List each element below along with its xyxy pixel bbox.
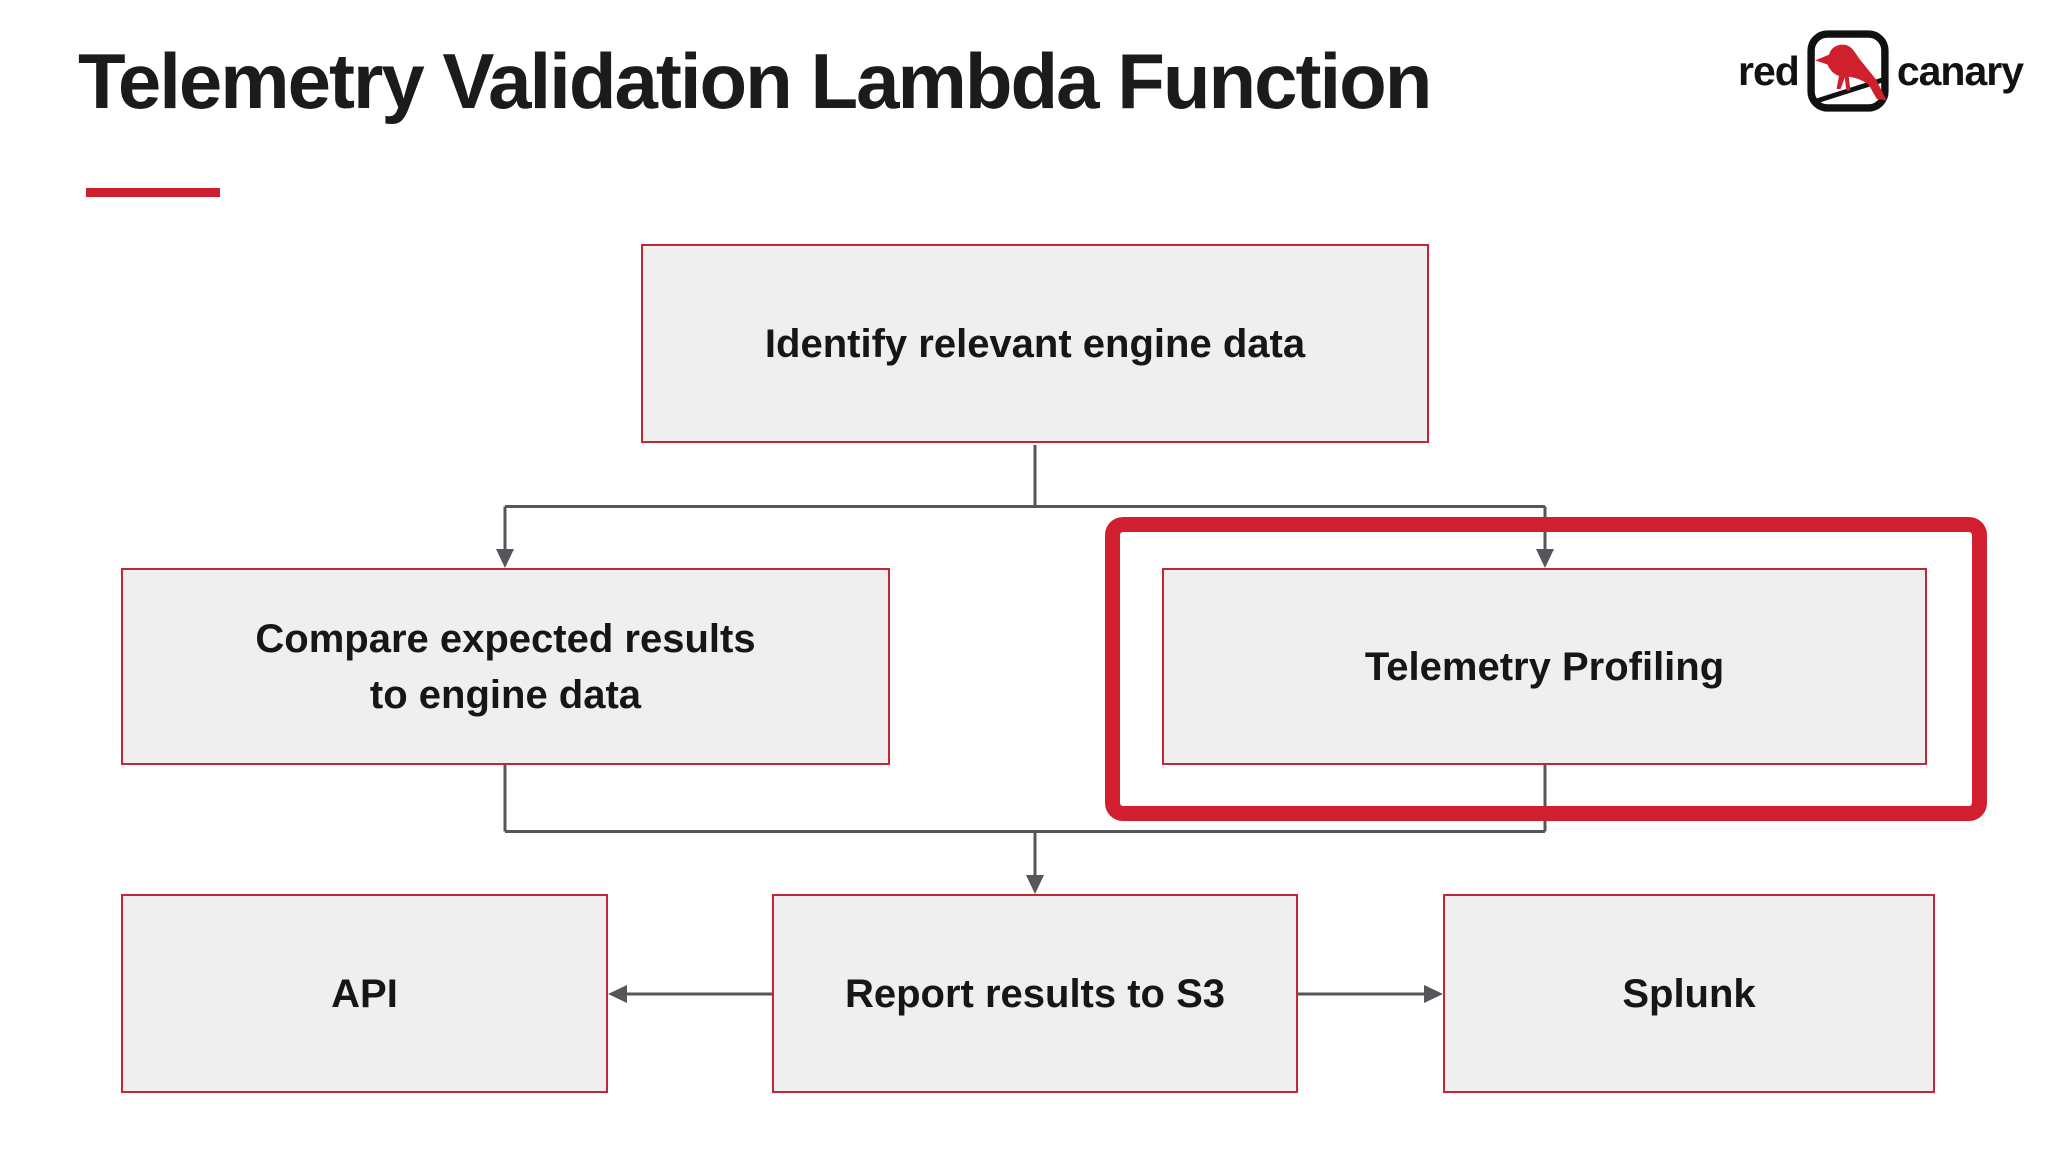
arrowhead-compare xyxy=(496,549,514,568)
node-label: Telemetry Profiling xyxy=(1364,644,1725,689)
logo-word-red: red xyxy=(1738,47,1800,94)
connector-identify-split xyxy=(505,445,1545,508)
node-telemetry-profiling: Telemetry Profiling xyxy=(1162,568,1927,765)
title-accent-bar xyxy=(86,188,220,197)
node-label: Compare expected results to engine data xyxy=(255,616,756,717)
node-identify-relevant-engine-data: Identify relevant engine data xyxy=(641,244,1429,443)
node-label: Report results to S3 xyxy=(844,971,1226,1016)
node-api: API xyxy=(121,894,608,1093)
node-label: API xyxy=(331,971,398,1016)
node-label: Identify relevant engine data xyxy=(764,321,1306,366)
node-report-results-to-s3: Report results to S3 xyxy=(772,894,1298,1093)
arrowhead-splunk xyxy=(1424,985,1443,1003)
node-compare-expected-results: Compare expected results to engine data xyxy=(121,568,890,765)
red-canary-logo: red canary xyxy=(1738,26,2024,116)
page-title: Telemetry Validation Lambda Function xyxy=(78,37,1432,125)
logo-word-canary: canary xyxy=(1896,47,2024,94)
canary-bird-icon xyxy=(1806,30,1890,112)
arrowhead-profiling xyxy=(1536,549,1554,568)
node-splunk: Splunk xyxy=(1443,894,1935,1093)
arrowhead-api xyxy=(608,985,627,1003)
node-label: Splunk xyxy=(1622,971,1756,1016)
arrowhead-report xyxy=(1026,875,1044,894)
